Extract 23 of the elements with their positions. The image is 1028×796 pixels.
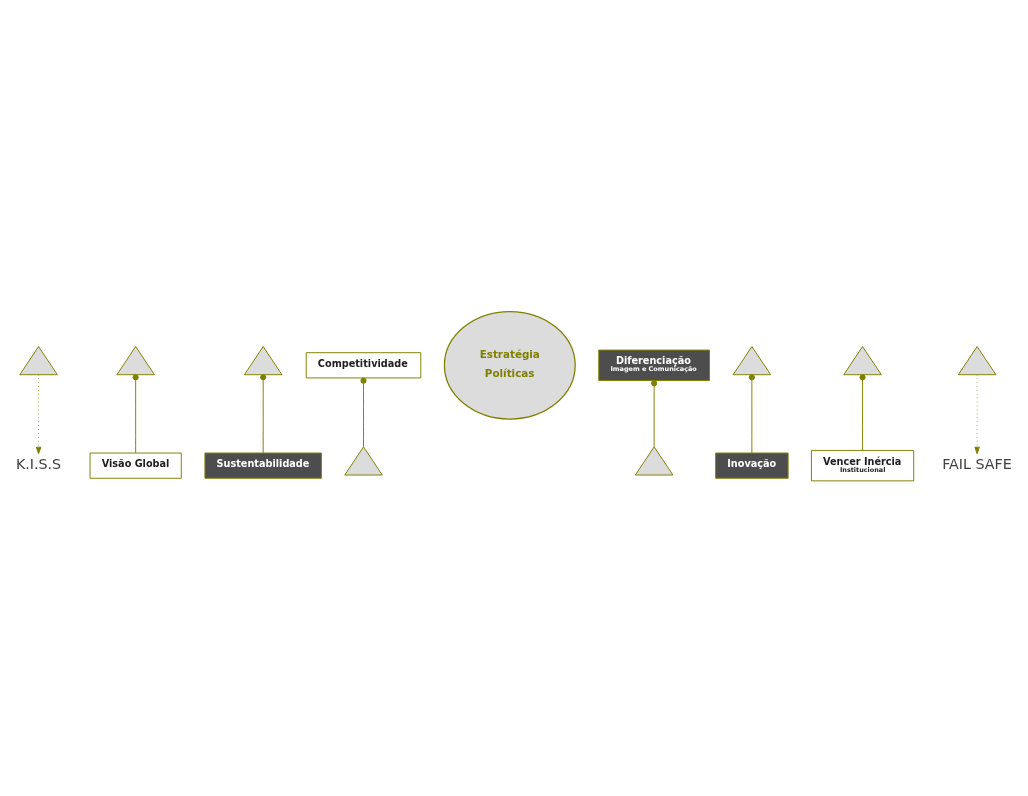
connector [651,380,658,448]
arrow [35,374,42,455]
node-triangle [19,346,58,376]
connector [360,377,367,448]
node-box: Sustentabilidade [204,452,322,479]
node-triangle [732,346,772,376]
node-text: K.I.S.S [15,456,62,473]
node-triangle [344,446,383,476]
node-triangle [843,346,882,376]
node-triangle [116,346,155,376]
node-box: Competitividade [305,352,422,379]
connector [132,374,139,454]
node-triangle [634,446,674,476]
node-triangle [243,346,283,376]
node-triangle [957,346,997,376]
connector [859,374,866,451]
node-text: FAIL SAFE [942,456,1012,473]
node-box: Visão Global [89,452,182,479]
arrow [974,374,980,455]
node-ellipse: Estratégia Políticas [443,310,576,420]
node-box: Inovação [715,452,789,479]
connector [260,374,267,454]
connector [748,374,755,454]
